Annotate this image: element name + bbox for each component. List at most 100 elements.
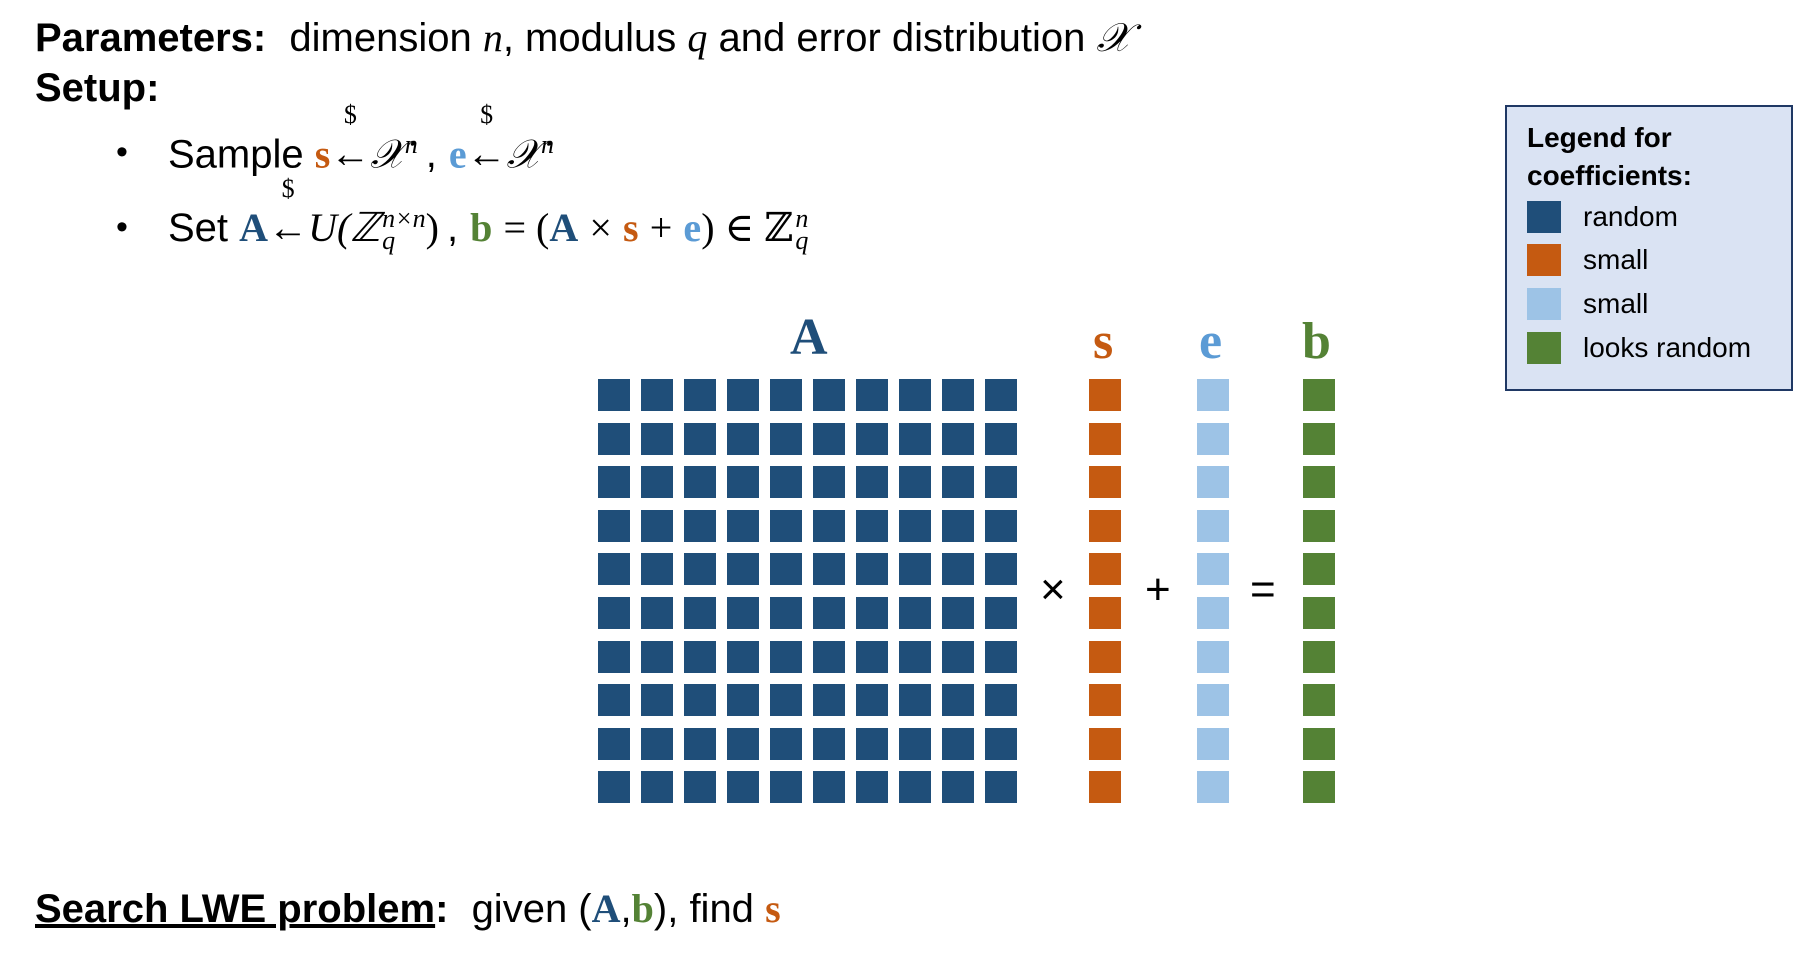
matrix-cell [684, 640, 716, 673]
legend-item-small-e: small [1527, 288, 1648, 320]
label-A: A [790, 309, 828, 366]
vector-b-cell [1303, 422, 1335, 455]
vector-e-cell [1197, 466, 1229, 499]
matrix-cell [684, 466, 716, 499]
comma: , [446, 206, 459, 250]
matrix-cell [856, 640, 888, 673]
matrix-cell [813, 466, 845, 499]
arrow: ← [268, 205, 309, 250]
footer-A: A [591, 886, 621, 931]
legend-label-small-s: small [1583, 244, 1649, 275]
parameters-label: Parameters: [35, 16, 267, 60]
vector-s-cell [1089, 727, 1121, 760]
vector-b-cell [1303, 379, 1335, 411]
matrix-cell [985, 509, 1017, 542]
dollar-sign: $ [281, 174, 295, 203]
vector-s-cell [1089, 509, 1121, 542]
matrix-cell [942, 422, 974, 455]
comma: , [425, 132, 437, 177]
matrix-A [598, 379, 1020, 804]
sup-nxn: n×n [382, 204, 426, 234]
matrix-cell [641, 640, 673, 673]
matrix-cell [770, 422, 802, 455]
matrix-cell [684, 553, 716, 586]
matrix-cell [727, 771, 759, 804]
matrix-cell [641, 727, 673, 760]
matrix-cell [598, 379, 630, 411]
matrix-cell [727, 640, 759, 673]
matrix-cell [942, 684, 974, 717]
matrix-cell [641, 597, 673, 629]
matrix-cell [942, 597, 974, 629]
find-text: ), find [653, 887, 754, 931]
matrix-cell [985, 727, 1017, 760]
setup-label: Setup: [35, 66, 160, 110]
matrix-cell [641, 684, 673, 717]
dollar-sign: $ [480, 100, 494, 130]
matrix-cell [727, 422, 759, 455]
matrix-cell [727, 466, 759, 499]
vector-b-cell [1303, 727, 1335, 760]
matrix-cell [770, 553, 802, 586]
matrix-cell [684, 771, 716, 804]
matrix-cell [641, 771, 673, 804]
matrix-cell [684, 422, 716, 455]
legend-title-line2: coefficients: [1527, 160, 1692, 191]
matrix-cell [856, 684, 888, 717]
vector-s [1089, 379, 1123, 804]
matrix-cell [985, 466, 1017, 499]
footer-line: Search LWE problem: given (A,b), find s [35, 885, 781, 933]
matrix-cell [813, 771, 845, 804]
matrix-cell [727, 509, 759, 542]
matrix-cell [899, 597, 931, 629]
footer-b: b [631, 886, 654, 931]
chi: 𝒳 [506, 131, 542, 177]
label-b: b [1302, 313, 1331, 370]
matrix-cell [985, 597, 1017, 629]
matrix-cell [856, 553, 888, 586]
legend-item-small-s: small [1527, 244, 1648, 276]
vector-s-cell [1089, 379, 1121, 411]
matrix-cell [598, 640, 630, 673]
legend-swatch-random [1527, 201, 1561, 233]
matrix-cell [727, 553, 759, 586]
label-s: s [1093, 313, 1114, 370]
matrix-cell [813, 422, 845, 455]
sample-arrow-s: $← [330, 100, 370, 177]
matrix-cell [641, 466, 673, 499]
matrix-cell [770, 727, 802, 760]
matrix-cell [813, 684, 845, 717]
matrix-cell [899, 727, 931, 760]
sub-q: q [382, 226, 396, 256]
sample-word: Sample [168, 132, 304, 177]
footer-comma: , [620, 887, 632, 931]
matrix-cell [899, 771, 931, 804]
matrix-cell [856, 466, 888, 499]
matrix-cell [727, 597, 759, 629]
matrix-cell [942, 727, 974, 760]
var-A: A [549, 205, 579, 250]
set-word: Set [168, 206, 229, 250]
vector-e-cell [1197, 597, 1229, 629]
vector-b-cell [1303, 771, 1335, 804]
matrix-cell [727, 684, 759, 717]
arrow: ← [466, 131, 507, 177]
vector-e-cell [1197, 553, 1229, 586]
matrix-cell [641, 379, 673, 411]
vector-e [1197, 379, 1231, 804]
given-text: given ( [471, 887, 592, 931]
matrix-cell [598, 684, 630, 717]
vector-s-cell [1089, 640, 1121, 673]
vector-s-cell [1089, 553, 1121, 586]
parameters-text-pre: dimension [289, 16, 472, 60]
var-A: A [239, 205, 269, 250]
legend-title-line1: Legend for [1527, 122, 1672, 153]
matrix-cell [813, 379, 845, 411]
matrix-cell [985, 684, 1017, 717]
matrix-cell [942, 640, 974, 673]
bullet-1-marker: • [116, 133, 128, 171]
op-equals: = [1250, 565, 1276, 614]
matrix-cell [942, 509, 974, 542]
